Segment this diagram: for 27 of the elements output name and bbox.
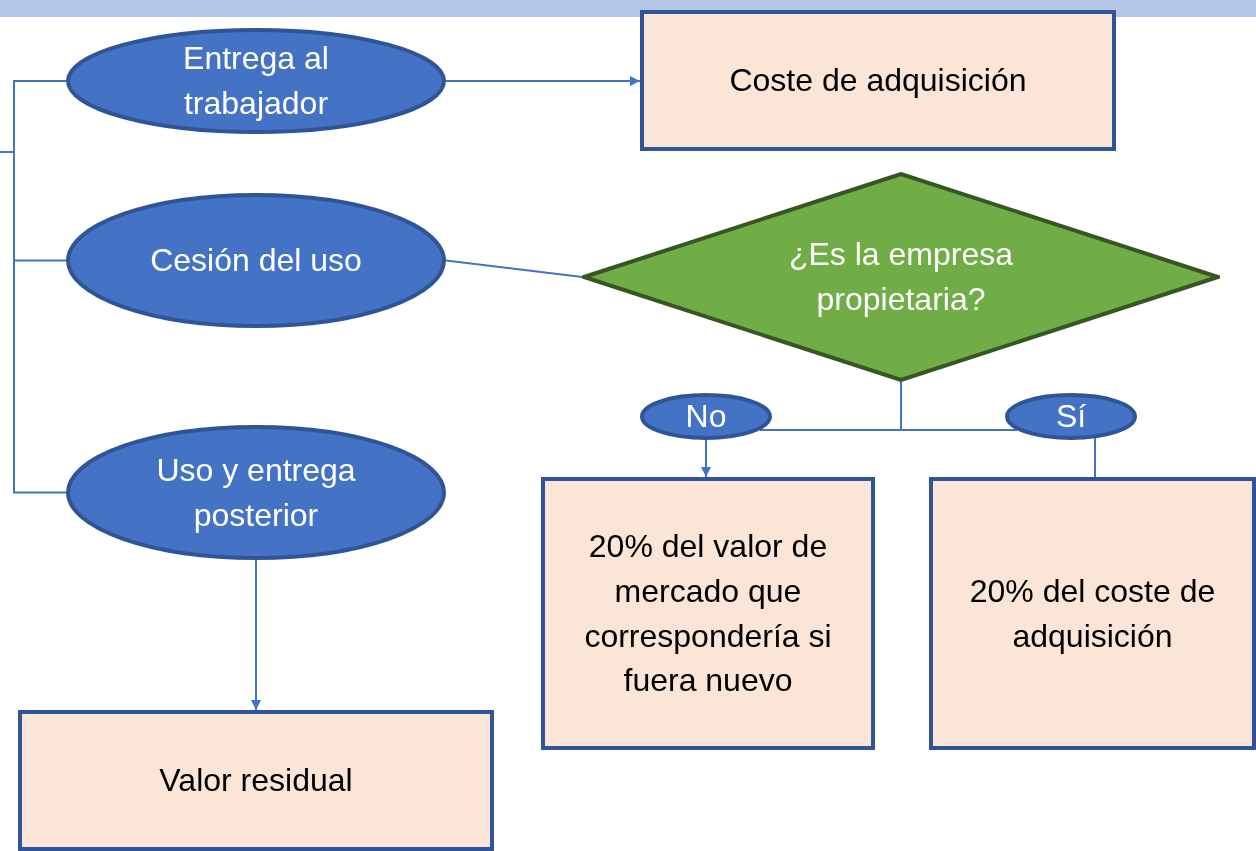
node-label: ¿Es la empresa propietaria? <box>787 235 1015 319</box>
connector <box>701 439 711 478</box>
connector <box>445 76 641 86</box>
node-label: Cesión del uso <box>150 241 362 281</box>
connector <box>251 559 261 711</box>
node-label: Uso y entrega posterior <box>155 450 357 535</box>
connector <box>900 381 1018 431</box>
decision-diamond <box>582 172 1220 382</box>
connector <box>445 259 583 278</box>
process-ellipse <box>1005 393 1137 440</box>
node-label: Entrega al trabajador <box>182 39 330 123</box>
process-ellipse <box>640 393 772 440</box>
connector <box>1094 437 1096 478</box>
node-label: 20% del coste de adquisición <box>968 571 1217 656</box>
node-label: Sí <box>1054 397 1088 437</box>
node-label: Coste de adquisición <box>728 61 1028 101</box>
process-ellipse <box>66 193 446 328</box>
process-ellipse <box>66 425 446 560</box>
node-label: Valor residual <box>158 761 354 801</box>
process-box <box>541 477 875 750</box>
process-box <box>640 10 1116 151</box>
process-box <box>929 477 1256 750</box>
node-label: No <box>684 397 728 437</box>
process-box <box>18 710 494 851</box>
node-label: 20% del valor de mercado que correspondería si fuera nuevo <box>583 526 833 701</box>
connector <box>0 151 67 494</box>
process-ellipse <box>66 28 446 134</box>
